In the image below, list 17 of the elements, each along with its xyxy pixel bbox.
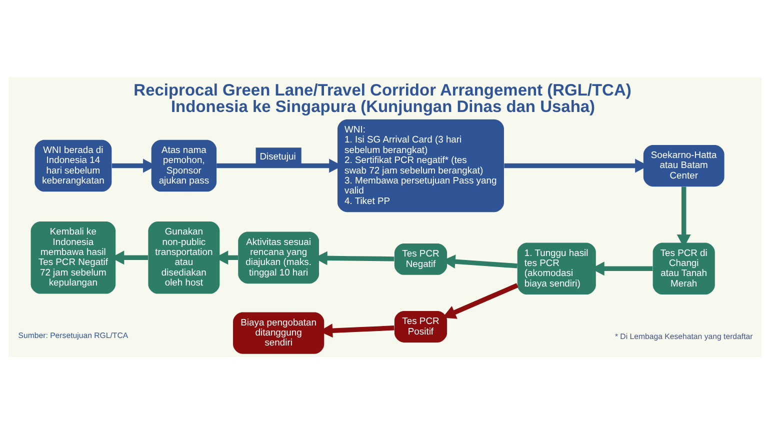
node-box: 1. Tunggu hasil tes PCR (akomodasi biaya sendiri) (517, 242, 596, 294)
node-box: Atas nama pemohon, Sponsor ajukan pass (151, 139, 217, 192)
node-box: WNI berada di Indonesia 14 hari sebelum keberangkatan (34, 139, 112, 192)
node-box: WNI: 1. Isi SG Arrival Card (3 hari sebelum berangkat) 2. Sertifikat PCR negatif* (tes swab 72 jam sebelum berangkat) 3. Membawa persetujuan Pass yang valid 4. Tiket PP (337, 118, 504, 212)
label: * Di Lembaga Kesehatan yang terdaftar (614, 331, 753, 340)
node-box: Aktivitas sesuai rencana yang diajukan (maks. tinggal 10 hari (238, 231, 320, 284)
node-box: Soekarno-Hatta atau Batam Center (643, 144, 724, 186)
edge-label: Disetujui (260, 150, 296, 162)
arrow (442, 282, 518, 318)
node-box: Kembali ke Indonesia membawa hasil Tes PCR Negatif 72 jam sebelum kepulangan (30, 221, 116, 294)
node-box: Tes PCR di Changi atau Tanah Merah (652, 242, 715, 294)
node-box: Tes PCR Positif (394, 310, 448, 342)
node-box: Tes PCR Negatif (394, 243, 448, 274)
node-box: Biaya pengobatan ditanggung sendiri (233, 312, 324, 354)
node-box: Gunakan non-public transportation atau disediakan oleh host (148, 221, 220, 294)
diagram-title: Reciprocal Green Lane/Travel Corridor Arrangement (RGL/TCA) Indonesia ke Singapura (Kunjungan Dinas dan Usaha) (134, 81, 632, 116)
label: Sumber: Persetujuan RGL/TCA (18, 330, 128, 340)
